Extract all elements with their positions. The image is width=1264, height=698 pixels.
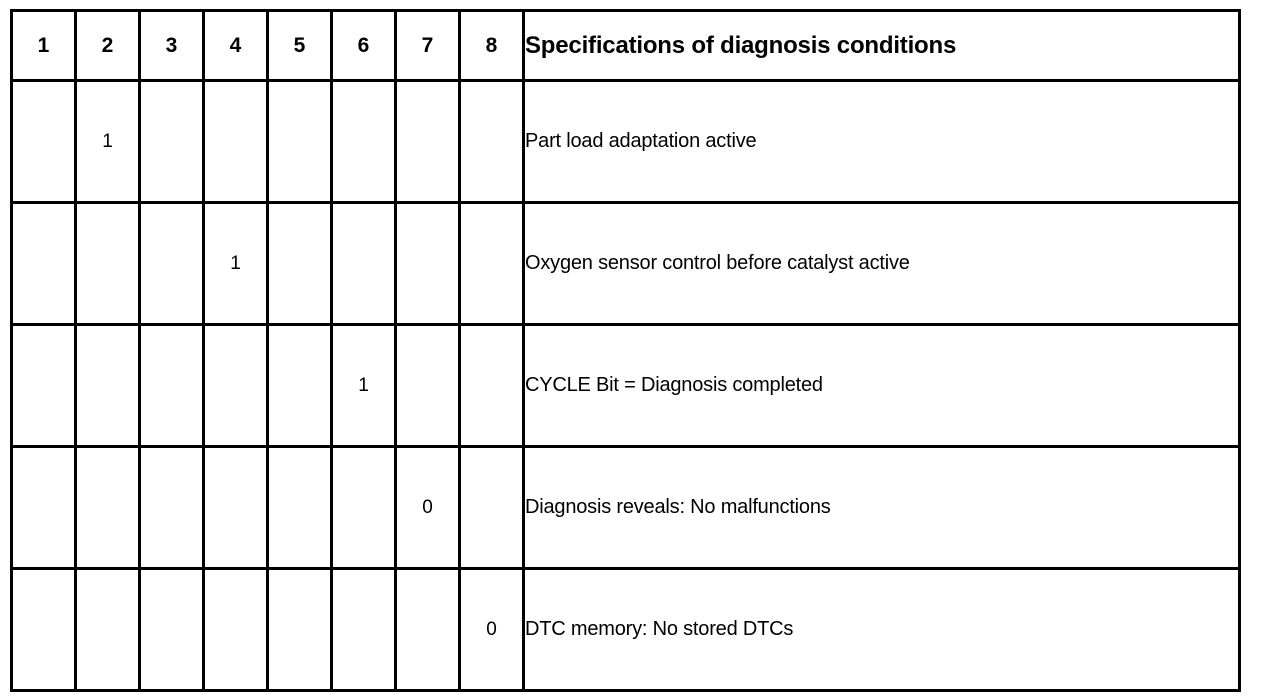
bit-cell: 0 <box>458 567 525 692</box>
bit-header-5: 5 <box>266 9 333 82</box>
bit-cell <box>74 323 141 448</box>
bit-cell <box>394 323 461 448</box>
condition-description: CYCLE Bit = Diagnosis completed <box>522 323 1241 448</box>
bit-cell <box>394 201 461 326</box>
bit-header-7: 7 <box>394 9 461 82</box>
bit-header-6: 6 <box>330 9 397 82</box>
condition-description: DTC memory: No stored DTCs <box>522 567 1241 692</box>
table-row: 0 Diagnosis reveals: No malfunctions <box>10 445 1241 570</box>
specifications-column-header: Specifications of diagnosis conditions <box>522 9 1241 82</box>
bit-header-1: 1 <box>10 9 77 82</box>
bit-cell <box>266 445 333 570</box>
table-header-row: 1 2 3 4 5 6 7 8 Specifications of diagno… <box>10 9 1241 82</box>
bit-cell <box>330 201 397 326</box>
bit-cell: 1 <box>74 79 141 204</box>
bit-cell <box>330 79 397 204</box>
bit-cell <box>74 445 141 570</box>
condition-description: Oxygen sensor control before catalyst ac… <box>522 201 1241 326</box>
bit-cell <box>10 79 77 204</box>
bit-cell: 0 <box>394 445 461 570</box>
bit-cell <box>74 201 141 326</box>
table-row: 1 Part load adaptation active <box>10 79 1241 204</box>
bit-cell <box>202 79 269 204</box>
bit-cell <box>10 567 77 692</box>
bit-cell <box>394 567 461 692</box>
bit-header-8: 8 <box>458 9 525 82</box>
bit-cell <box>138 567 205 692</box>
bit-cell <box>266 323 333 448</box>
specifications-table-container: 1 2 3 4 5 6 7 8 Specifications of diagno… <box>10 9 1241 692</box>
bit-cell <box>458 323 525 448</box>
bit-cell <box>74 567 141 692</box>
bit-cell <box>138 201 205 326</box>
table-row: 1 Oxygen sensor control before catalyst … <box>10 201 1241 326</box>
bit-header-2: 2 <box>74 9 141 82</box>
bit-header-4: 4 <box>202 9 269 82</box>
bit-cell <box>458 445 525 570</box>
bit-cell <box>10 445 77 570</box>
bit-cell: 1 <box>202 201 269 326</box>
bit-cell <box>202 323 269 448</box>
bit-cell <box>10 201 77 326</box>
bit-cell <box>458 79 525 204</box>
bit-cell <box>138 445 205 570</box>
bit-cell <box>266 201 333 326</box>
table-row: 1 CYCLE Bit = Diagnosis completed <box>10 323 1241 448</box>
condition-description: Diagnosis reveals: No malfunctions <box>522 445 1241 570</box>
bit-cell <box>138 79 205 204</box>
bit-cell <box>266 79 333 204</box>
bit-cell <box>330 567 397 692</box>
bit-cell <box>266 567 333 692</box>
diagnosis-conditions-table: 1 2 3 4 5 6 7 8 Specifications of diagno… <box>10 9 1241 692</box>
bit-cell: 1 <box>330 323 397 448</box>
bit-cell <box>202 567 269 692</box>
bit-cell <box>394 79 461 204</box>
bit-cell <box>330 445 397 570</box>
bit-cell <box>458 201 525 326</box>
condition-description: Part load adaptation active <box>522 79 1241 204</box>
bit-cell <box>10 323 77 448</box>
bit-cell <box>202 445 269 570</box>
bit-cell <box>138 323 205 448</box>
table-row: 0 DTC memory: No stored DTCs <box>10 567 1241 692</box>
bit-header-3: 3 <box>138 9 205 82</box>
